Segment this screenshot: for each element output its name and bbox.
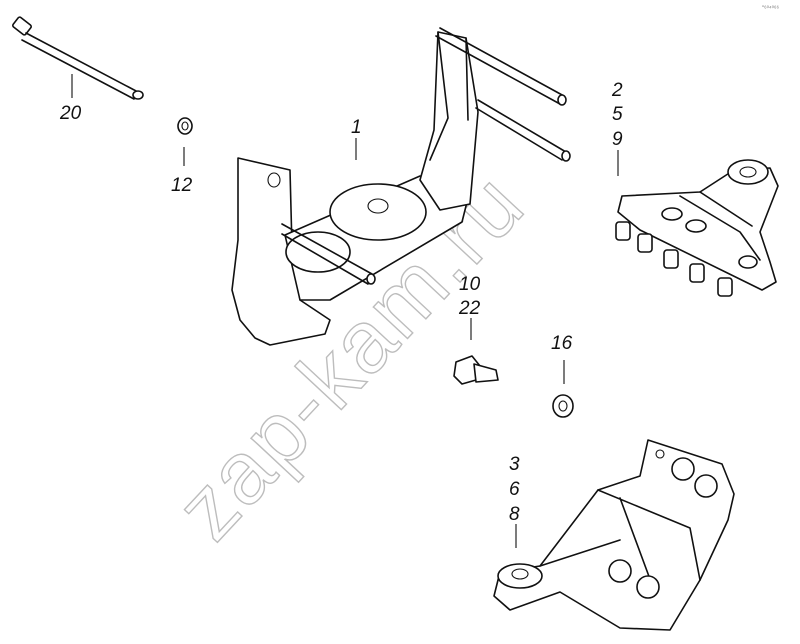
label-2: 2 (611, 80, 623, 101)
label-3: 3 (509, 454, 520, 475)
part-12-washer[interactable] (177, 117, 193, 135)
part-1-engine-bracket[interactable] (231, 27, 571, 346)
part-20-long-bolt[interactable] (12, 16, 144, 100)
label-9: 9 (612, 129, 623, 150)
part-3-6-8-left-bracket[interactable] (493, 439, 735, 631)
label-22: 22 (458, 298, 481, 319)
part-16-washer[interactable] (552, 394, 574, 418)
part-10-22-bolt[interactable] (453, 355, 499, 385)
corner-mark: "⁶⁰⁴⁰⁶⁶ (762, 5, 779, 12)
label-1: 1 (351, 117, 362, 138)
label-5: 5 (612, 104, 623, 125)
part-2-5-9-right-bracket[interactable] (615, 159, 779, 297)
label-10: 10 (459, 274, 481, 295)
label-12: 12 (171, 175, 193, 196)
label-8: 8 (509, 504, 520, 525)
label-16: 16 (551, 333, 573, 354)
label-6: 6 (509, 479, 520, 500)
label-20: 20 (59, 103, 82, 124)
